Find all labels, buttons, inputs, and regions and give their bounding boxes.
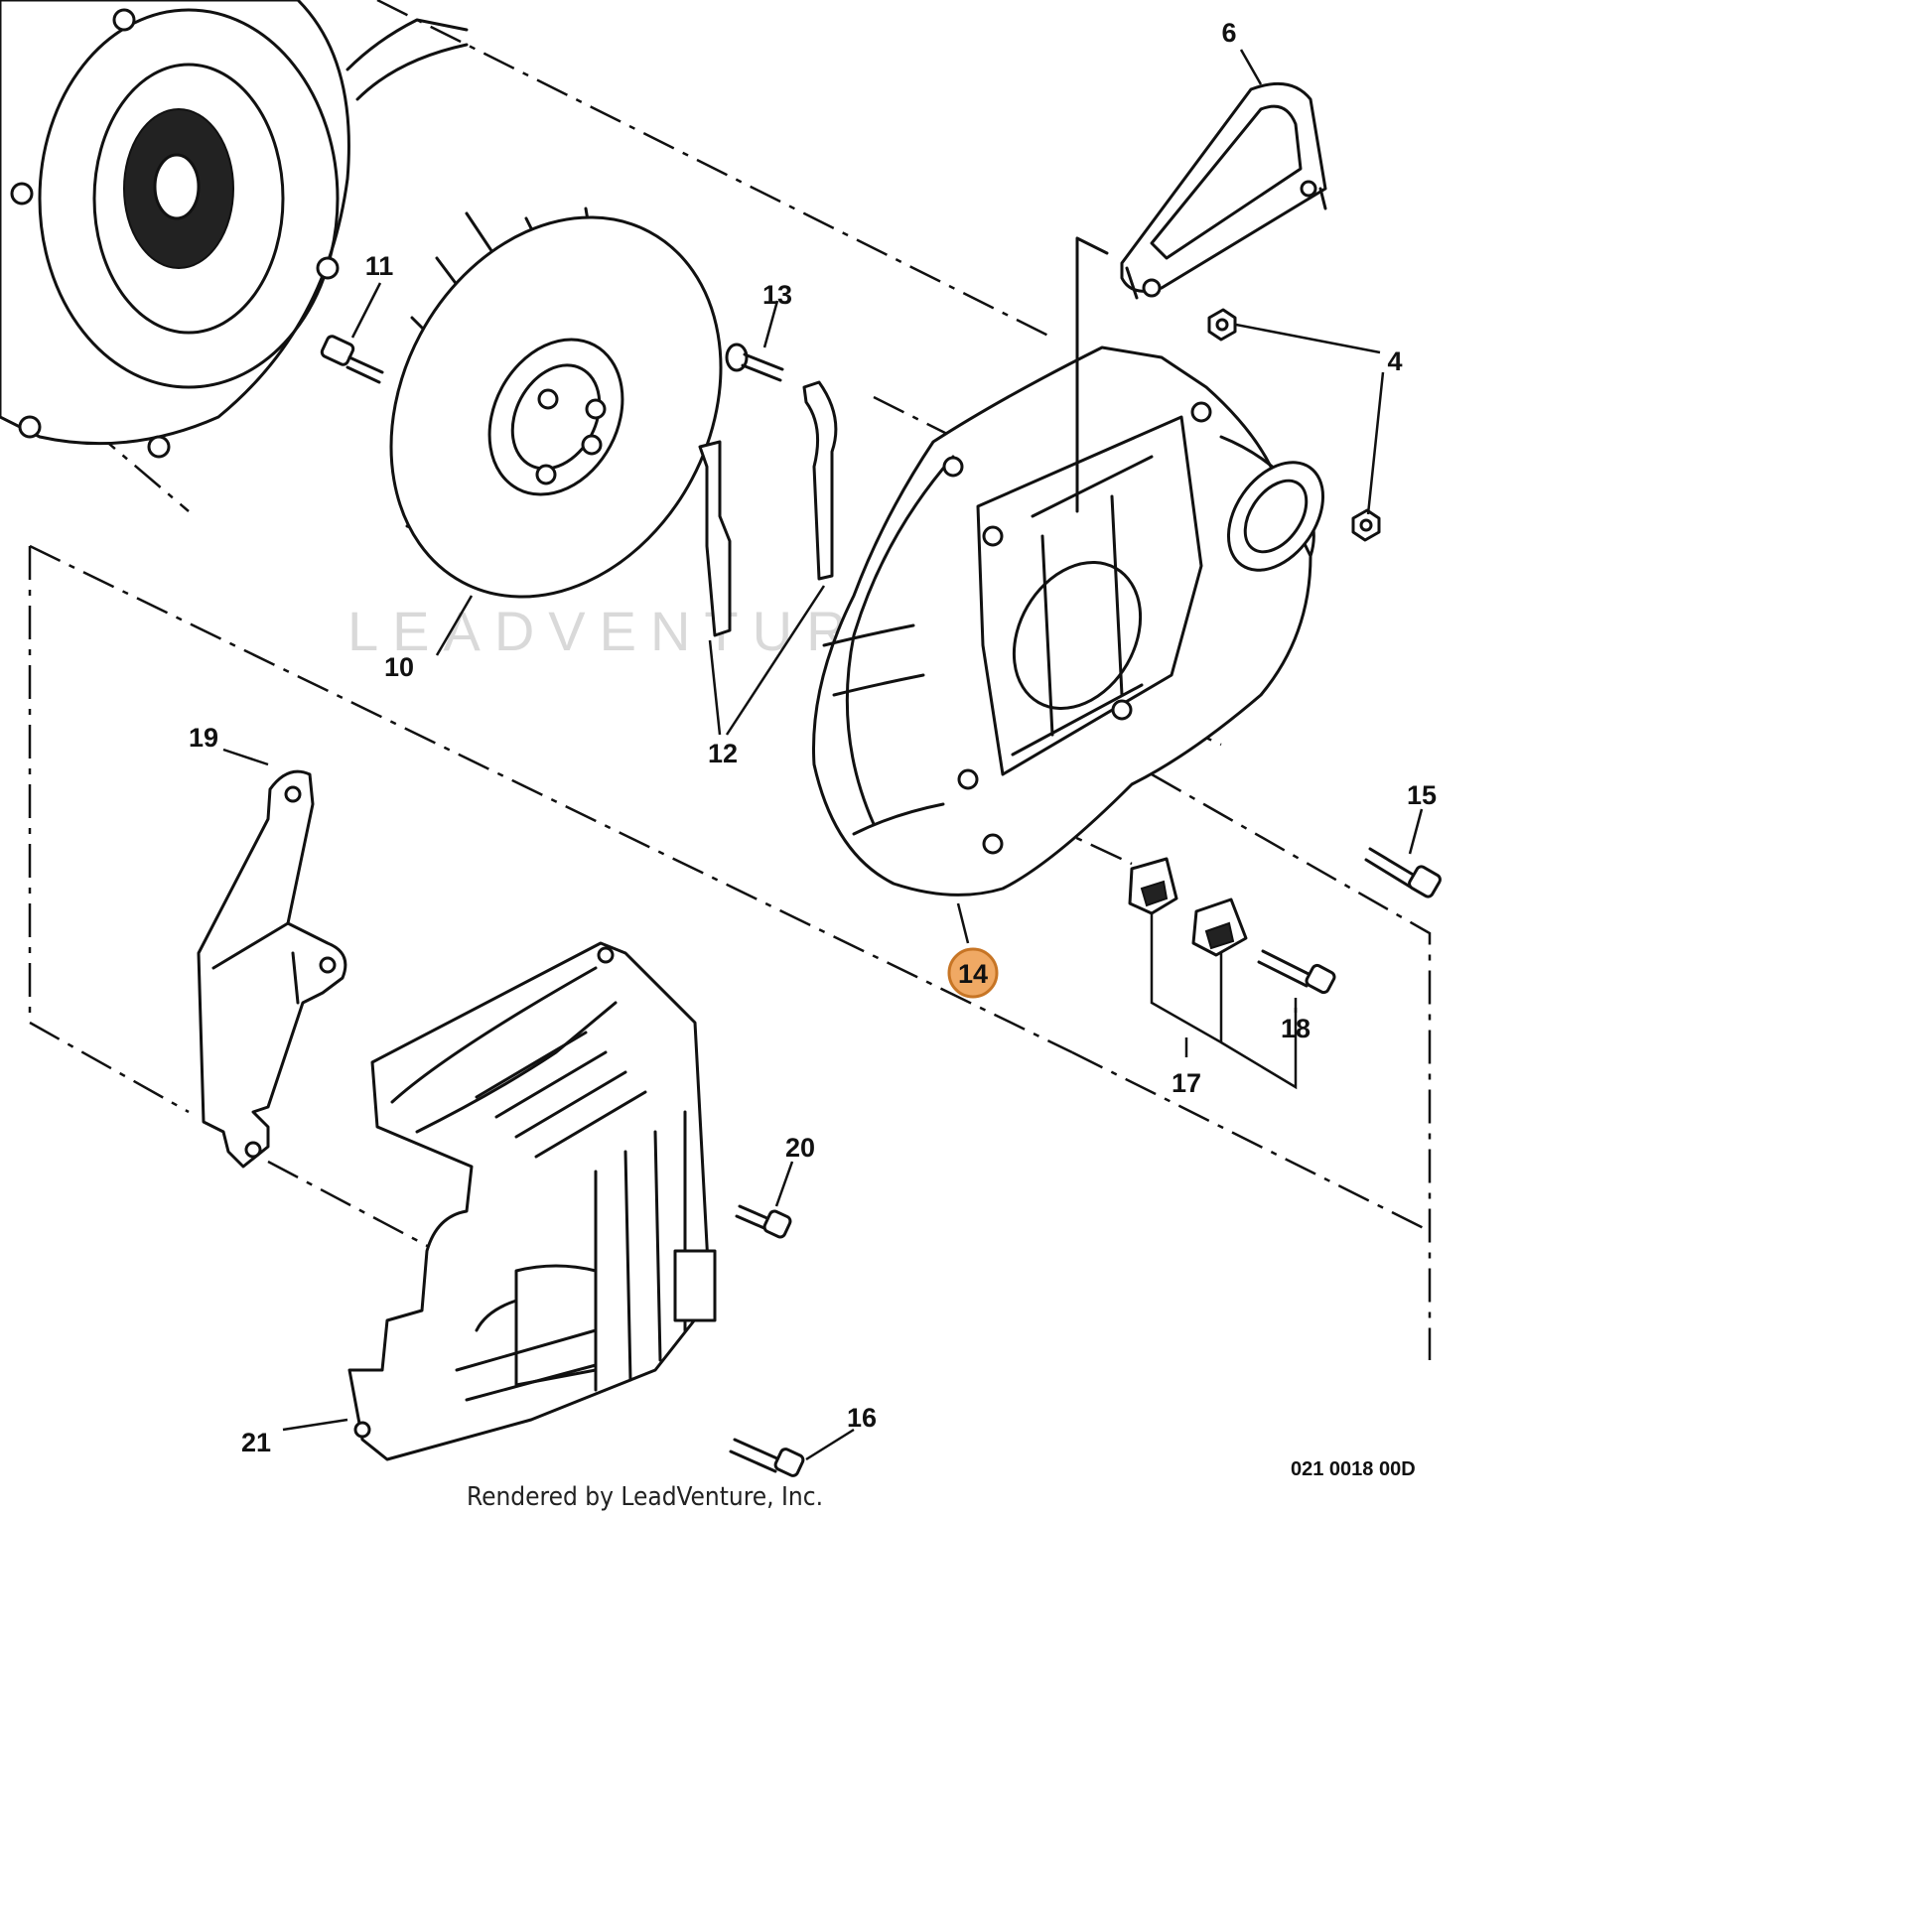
callout-4[interactable]: 4 xyxy=(1387,346,1402,376)
callout-11[interactable]: 11 xyxy=(365,251,394,281)
callout-19[interactable]: 20 xyxy=(785,1133,815,1163)
callout-14-highlight xyxy=(947,947,999,999)
assembly-dash-lines xyxy=(28,0,1432,1360)
callout-20[interactable]: 21 xyxy=(241,1428,271,1457)
callout-14[interactable]: 14 xyxy=(958,959,988,989)
render-credit: Rendered by LeadVenture, Inc. xyxy=(467,1482,823,1512)
handle-6-part xyxy=(1120,81,1327,300)
callout-12[interactable]: 12 xyxy=(708,739,738,768)
bracket-18-part xyxy=(197,769,347,1169)
callout-15[interactable]: 15 xyxy=(1407,780,1437,810)
screw-13-part xyxy=(725,343,784,382)
blower-housing-cover-part xyxy=(0,0,469,459)
drawing-code: 021 0018 00D xyxy=(1291,1458,1416,1480)
callout-16[interactable]: 17 xyxy=(1172,1068,1201,1098)
screw-19-part xyxy=(735,1204,792,1239)
cylinder-cover-20-part xyxy=(347,941,717,1461)
callout-10[interactable]: 10 xyxy=(384,652,414,682)
fan-impeller-part xyxy=(389,207,723,599)
screw-21-part xyxy=(729,1438,805,1477)
clip-16-part xyxy=(1128,857,1248,957)
leader-lines xyxy=(222,49,1424,1461)
screw-17-part xyxy=(1257,949,1336,995)
gasket-12-part xyxy=(698,380,838,637)
blower-housing-14-part xyxy=(812,236,1325,897)
callout-13[interactable]: 13 xyxy=(762,280,792,310)
callout-17[interactable]: 18 xyxy=(1281,1014,1311,1043)
nut-4-part xyxy=(1207,308,1381,542)
screw-11-part xyxy=(320,335,384,384)
callout-18[interactable]: 19 xyxy=(189,723,218,753)
callout-labels: 6 4 11 13 10 12 14 15 18 17 19 20 21 16 xyxy=(189,18,1437,1457)
screw-15-part xyxy=(1364,847,1442,898)
callout-21[interactable]: 16 xyxy=(847,1403,877,1433)
callout-6[interactable]: 6 xyxy=(1221,18,1236,48)
watermark-text: LEADVENTURE xyxy=(347,600,911,662)
